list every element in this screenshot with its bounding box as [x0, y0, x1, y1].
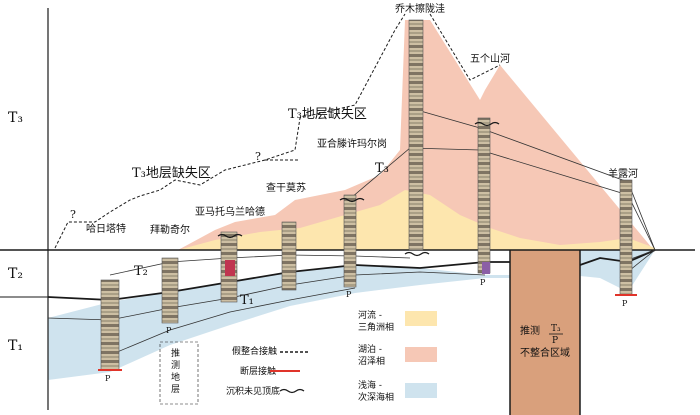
section-name-6: 乔木擦陇洼 — [395, 2, 445, 15]
marine-facies-area — [48, 250, 510, 380]
column-base-p-8: P — [622, 299, 628, 308]
legend-fluvial-swatch — [405, 311, 437, 326]
section-name-2: 拜勒奇尔 — [150, 223, 190, 236]
period-label-t2: T₂ — [8, 266, 23, 282]
period-label-t1: T₁ — [8, 338, 23, 354]
uncertain-mark-1: ? — [70, 208, 76, 221]
section-name-3: 亚马托乌兰哈德 — [195, 205, 265, 218]
inferred-block-fraction-top: T₃ — [551, 324, 561, 334]
section-name-4: 查干莫苏 — [266, 181, 306, 194]
inferred-block-label-1: 推测 — [520, 324, 540, 337]
missing-strata-outline-right — [429, 13, 501, 81]
legend-inferred-strata: 推测地层 — [171, 347, 180, 395]
section-name-1: 哈日塔特 — [86, 222, 126, 235]
interior-label-t1: T₁ — [240, 293, 254, 308]
column-base-p-5: P — [346, 290, 352, 299]
column-base-p-1: P — [105, 374, 111, 383]
column-base-p-2: P — [166, 326, 172, 335]
missing-area-label-right: T₃地层缺失区 — [288, 107, 367, 122]
legend-marine-label: 浅海 -次深海相 — [358, 379, 394, 403]
uncertain-mark-2: ? — [255, 150, 261, 163]
missing-strata-outline — [54, 13, 406, 249]
legend: 推测地层 假整合接触 断层接触 沉积未见顶底 河流 -三角洲相 湖泊 -沼泽相 … — [159, 309, 437, 405]
section-name-7: 五个山河 — [470, 53, 510, 65]
legend-top-unseen-label: 沉积未见顶底 — [226, 385, 280, 397]
fault-markers — [98, 294, 637, 371]
missing-area-label-left: T₃地层缺失区 — [132, 166, 211, 181]
inferred-unconformity-area — [510, 250, 580, 415]
legend-lacustrine-swatch — [405, 347, 437, 362]
column-base-p-7: P — [480, 278, 486, 287]
interior-label-t3: T₃ — [375, 161, 389, 176]
legend-conformable-label: 假整合接触 — [232, 345, 277, 357]
wavy-marks — [217, 121, 500, 257]
section-columns — [100, 19, 633, 371]
legend-fault-label: 断层接触 — [240, 365, 276, 377]
legend-top-unseen-mark — [279, 388, 305, 394]
inferred-block-fraction-bottom: P — [552, 336, 558, 346]
legend-fluvial-label: 河流 -三角洲相 — [358, 309, 394, 333]
period-label-t3: T₃ — [8, 110, 23, 126]
inferred-block-label-2: 不整合区域 — [520, 346, 570, 359]
section-name-8: 羊露河 — [608, 167, 638, 180]
legend-lacustrine-label: 湖泊 -沼泽相 — [358, 344, 385, 367]
marine-facies-area-right — [580, 250, 655, 292]
legend-marine-swatch — [405, 383, 437, 398]
section-name-5: 亚合滕许玛尔岗 — [317, 137, 387, 150]
interior-label-t2: T₂ — [134, 264, 148, 279]
